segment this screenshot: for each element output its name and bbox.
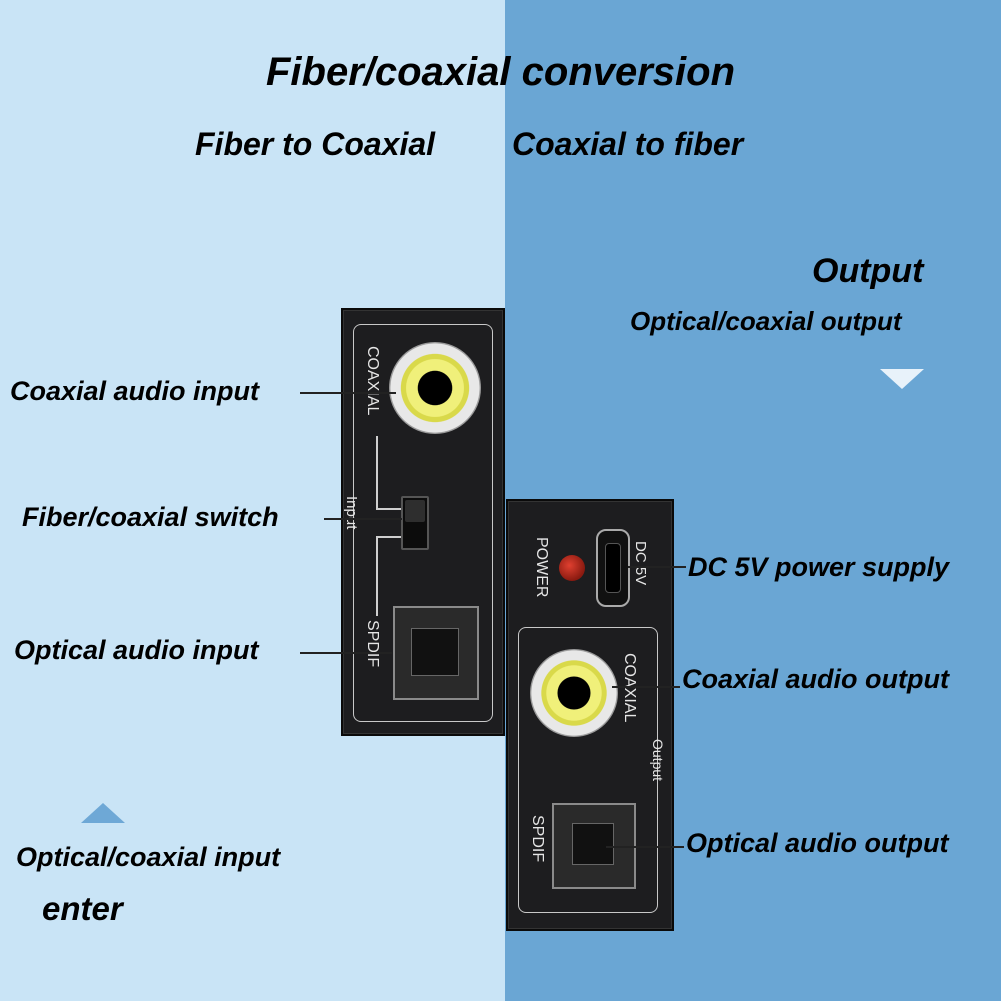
output-subheading: Optical/coaxial output xyxy=(630,306,902,336)
output-panel-frame xyxy=(518,627,658,913)
down-arrow-icon xyxy=(880,369,924,389)
label-fiber-coaxial-switch: Fiber/coaxial switch xyxy=(22,502,279,532)
page-title: Fiber/coaxial conversion xyxy=(265,50,736,94)
input-divider-line xyxy=(376,536,378,616)
leader-line xyxy=(612,686,680,688)
output-device: POWER DC 5V COAXIAL Output SPDIF xyxy=(506,499,674,931)
up-arrow-icon xyxy=(81,803,125,823)
input-divider-line xyxy=(376,436,378,508)
input-divider-line xyxy=(376,536,402,538)
input-spdif-label: SPDIF xyxy=(364,620,381,668)
subtitle-coaxial-to-fiber: Coaxial to fiber xyxy=(512,126,744,162)
power-led-icon xyxy=(559,555,585,581)
input-divider-line xyxy=(376,508,402,510)
input-panel-frame xyxy=(353,324,493,722)
leader-line xyxy=(628,566,686,568)
input-device: COAXIAL Input SPDIF xyxy=(341,308,505,736)
dc5v-label: DC 5V xyxy=(632,541,649,586)
label-optical-audio-input: Optical audio input xyxy=(14,635,259,665)
leader-line xyxy=(606,846,684,848)
label-coaxial-audio-input: Coaxial audio input xyxy=(10,376,260,406)
input-label: Input xyxy=(343,496,360,530)
leader-line xyxy=(300,652,392,654)
fiber-coaxial-switch[interactable] xyxy=(401,496,429,550)
optical-input-port xyxy=(393,606,479,700)
optical-input-socket xyxy=(411,628,459,676)
output-heading: Output xyxy=(812,252,924,290)
input-coaxial-label: COAXIAL xyxy=(364,346,381,416)
input-enter-label: enter xyxy=(42,890,123,927)
output-label: Output xyxy=(650,739,666,782)
input-heading: Optical/coaxial input xyxy=(16,842,281,872)
leader-line xyxy=(324,518,402,520)
leader-line xyxy=(300,392,396,394)
coaxial-output-jack xyxy=(530,649,618,737)
label-coaxial-audio-output: Coaxial audio output xyxy=(682,664,949,694)
power-label: POWER xyxy=(533,537,550,598)
label-optical-audio-output: Optical audio output xyxy=(686,828,949,858)
dc-power-port xyxy=(596,529,630,607)
subtitle-fiber-to-coaxial: Fiber to Coaxial xyxy=(195,126,436,162)
label-dc-power: DC 5V power supply xyxy=(688,552,950,582)
output-coaxial-label: COAXIAL xyxy=(621,653,638,723)
output-spdif-label: SPDIF xyxy=(529,815,546,863)
coaxial-input-jack xyxy=(389,342,481,434)
optical-output-socket xyxy=(572,823,614,865)
